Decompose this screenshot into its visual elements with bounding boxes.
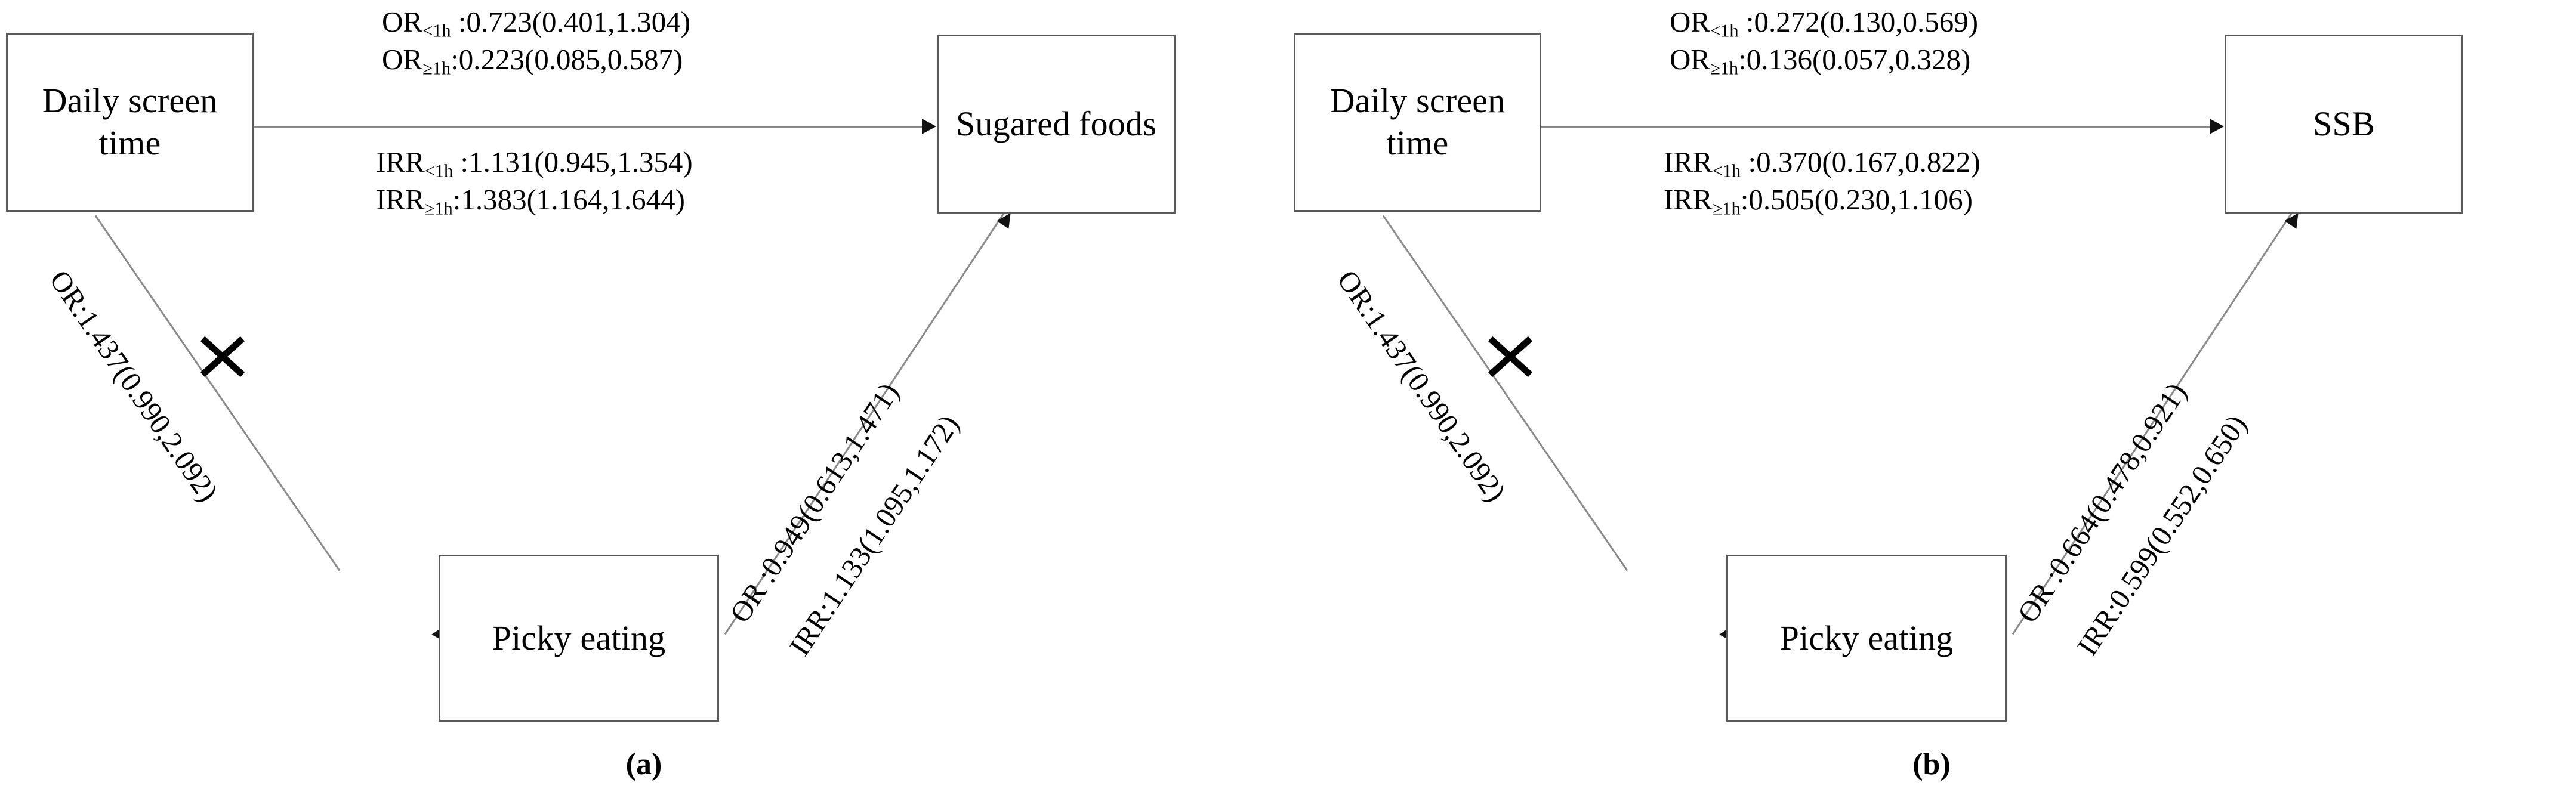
arrow-exposure-to-outcome-a <box>254 126 927 128</box>
arrowhead-icon <box>2210 119 2224 134</box>
or-value: :0.272(0.130,0.569) <box>1738 5 1979 38</box>
blocked-path-x-icon <box>1485 331 1536 382</box>
or-subscript: <1h <box>1710 20 1739 41</box>
caption-text: (a) <box>625 747 662 781</box>
node-picky-eating-a: Picky eating <box>439 555 719 722</box>
node-label-line1: Daily screen <box>42 81 218 120</box>
blocked-path-x-icon <box>197 331 248 382</box>
irr-subscript: ≥1h <box>424 198 453 219</box>
node-daily-screen-time-b: Daily screen time <box>1294 33 1541 212</box>
irr-subscript: ≥1h <box>1712 198 1741 219</box>
or-prefix: OR <box>382 42 423 76</box>
node-label: Sugared foods <box>955 104 1157 143</box>
irr-value: :0.505(0.230,1.106) <box>1740 183 1973 216</box>
direct-path-or-labels-b: OR<1h :0.272(0.130,0.569) OR≥1h:0.136(0.… <box>1670 5 1978 80</box>
direct-path-or-labels-a: OR<1h :0.723(0.401,1.304) OR≥1h:0.223(0.… <box>382 5 690 80</box>
or-value: :0.723(0.401,1.304) <box>451 5 691 38</box>
node-label-line2: time <box>98 123 161 162</box>
or-lt1h-row: OR<1h :0.272(0.130,0.569) <box>1670 5 1978 42</box>
arrowhead-icon <box>922 119 936 134</box>
or-prefix: OR <box>382 5 423 38</box>
or-prefix: OR <box>1670 42 1711 76</box>
or-subscript: ≥1h <box>422 58 451 79</box>
irr-subscript: <1h <box>424 160 454 181</box>
node-outcome-a: Sugared foods <box>937 35 1176 214</box>
irr-value: :1.383(1.164,1.644) <box>452 183 685 216</box>
or-lt1h-row: OR<1h :0.723(0.401,1.304) <box>382 5 690 42</box>
irr-prefix: IRR <box>1664 146 1713 178</box>
panel-b: Daily screen time SSB Picky eating OR<1h… <box>1288 0 2575 804</box>
panel-a: Daily screen time Sugared foods Picky ea… <box>0 5 1288 782</box>
direct-path-irr-labels-a: IRR<1h :1.131(0.945,1.354) IRR≥1h:1.383(… <box>376 145 693 220</box>
irr-lt1h-row: IRR<1h :0.370(0.167,0.822) <box>1664 145 1980 183</box>
panel-caption-a: (a) <box>0 747 1288 782</box>
or-prefix: OR <box>1670 5 1711 38</box>
irr-ge1h-row: IRR≥1h:0.505(0.230,1.106) <box>1664 183 1980 220</box>
exposure-to-mediator-label-a: OR:1.437(0.990,2.092) <box>43 264 225 508</box>
irr-lt1h-row: IRR<1h :1.131(0.945,1.354) <box>376 145 693 183</box>
caption-text: (b) <box>1912 747 1951 781</box>
node-label-line1: Daily screen <box>1329 81 1506 120</box>
or-subscript: ≥1h <box>1710 58 1739 79</box>
or-ge1h-row: OR≥1h:0.136(0.057,0.328) <box>1670 42 1978 80</box>
panel-caption-b: (b) <box>1288 747 2575 782</box>
node-label: SSB <box>2313 104 2375 143</box>
arrow-exposure-to-outcome-b <box>1541 126 2214 128</box>
or-ge1h-row: OR≥1h:0.223(0.085,0.587) <box>382 42 690 80</box>
node-picky-eating-b: Picky eating <box>1726 555 2007 722</box>
node-daily-screen-time-a: Daily screen time <box>6 33 254 212</box>
or-value: :0.136(0.057,0.328) <box>1738 42 1971 76</box>
irr-value: :1.131(0.945,1.354) <box>453 146 693 178</box>
irr-value: :0.370(0.167,0.822) <box>1741 146 1980 178</box>
irr-prefix: IRR <box>376 146 425 178</box>
or-value: :0.223(0.085,0.587) <box>451 42 683 76</box>
exposure-to-mediator-label-b: OR:1.437(0.990,2.092) <box>1331 264 1513 508</box>
direct-path-irr-labels-b: IRR<1h :0.370(0.167,0.822) IRR≥1h:0.505(… <box>1664 145 1980 220</box>
irr-prefix: IRR <box>1664 183 1713 216</box>
irr-subscript: <1h <box>1712 160 1741 181</box>
node-label: Picky eating <box>492 618 666 657</box>
or-subscript: <1h <box>422 20 451 41</box>
node-outcome-b: SSB <box>2225 35 2463 214</box>
irr-ge1h-row: IRR≥1h:1.383(1.164,1.644) <box>376 183 693 220</box>
node-label-line2: time <box>1386 123 1449 162</box>
node-label: Picky eating <box>1779 618 1954 657</box>
irr-prefix: IRR <box>376 183 425 216</box>
